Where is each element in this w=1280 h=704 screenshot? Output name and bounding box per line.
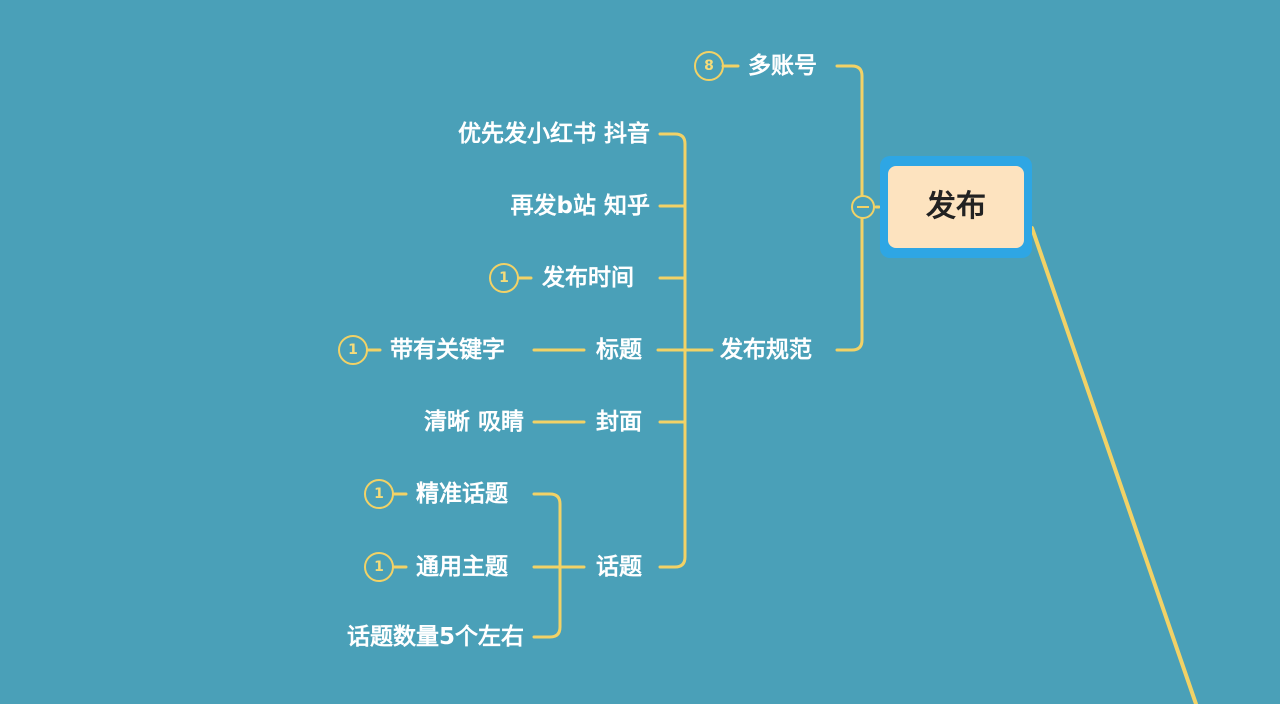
count-badge-precise-topic[interactable]: 1	[364, 479, 394, 509]
node-topic[interactable]: 话题	[596, 554, 642, 580]
count-badge-multi-account[interactable]: 8	[694, 51, 724, 81]
count-badge-publish-time[interactable]: 1	[489, 263, 519, 293]
node-cover[interactable]: 封面	[596, 409, 642, 435]
node-topic-count[interactable]: 话题数量5个左右	[346, 624, 524, 650]
node-with-keywords[interactable]: 带有关键字	[390, 337, 505, 363]
node-multi-account[interactable]: 多账号	[748, 53, 817, 79]
node-publish-time[interactable]: 发布时间	[542, 265, 634, 291]
node-clear-eye-catching[interactable]: 清晰 吸睛	[423, 409, 524, 435]
count-badge-with-keywords[interactable]: 1	[338, 335, 368, 365]
node-then-bilibili-zhihu[interactable]: 再发b站 知乎	[510, 193, 650, 219]
count-badge-general-topic[interactable]: 1	[364, 552, 394, 582]
node-precise-topic[interactable]: 精准话题	[416, 481, 508, 507]
node-general-topic[interactable]: 通用主题	[416, 554, 508, 580]
root-node[interactable]: 发布	[888, 166, 1024, 248]
node-xhs-douyin-first[interactable]: 优先发小红书 抖音	[457, 121, 650, 147]
node-title[interactable]: 标题	[596, 337, 642, 363]
node-publish-standard[interactable]: 发布规范	[720, 337, 812, 363]
collapse-icon[interactable]	[851, 195, 875, 219]
